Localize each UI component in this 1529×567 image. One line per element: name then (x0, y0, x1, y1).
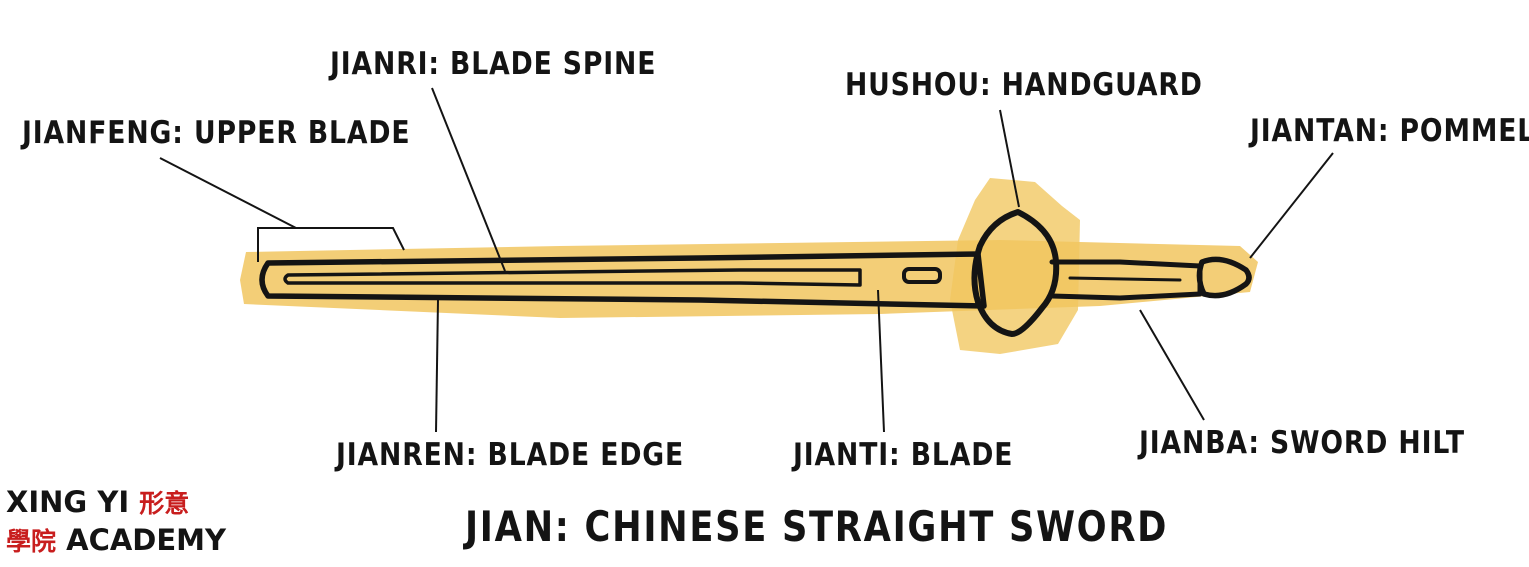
label-jianren: JIANREN: BLADE EDGE (336, 437, 685, 473)
label-jiantan: JIANTAN: POMMEL (1250, 113, 1529, 149)
label-jianfeng: JIANFENG: UPPER BLADE (22, 115, 411, 151)
pommel-outline (1196, 256, 1252, 299)
logo-text-academy: ACADEMY (66, 523, 227, 557)
jianri-leader (431, 87, 506, 272)
watercolor-highlight (240, 178, 1258, 354)
jiantan-leader (1249, 152, 1334, 259)
academy-logo: XING YI 形意 學院 ACADEMY (6, 486, 226, 561)
logo-text-xingyi: XING YI (6, 485, 130, 519)
label-jianba: JIANBA: SWORD HILT (1139, 425, 1465, 461)
leader-lines (159, 87, 1334, 433)
blade-spine-line (283, 268, 862, 287)
label-jianti: JIANTI: BLADE (793, 437, 1014, 473)
logo-chinese-xingyi: 形意 (139, 489, 190, 518)
hushou-leader (999, 109, 1020, 208)
label-hushou: HUSHOU: HANDGUARD (845, 67, 1203, 103)
label-jianri: JIANRI: BLADE SPINE (330, 46, 657, 82)
sword-drawing (259, 209, 1252, 337)
jianfeng-leader (159, 157, 297, 229)
logo-chinese-academy: 學院 (6, 527, 57, 556)
hilt-groove (1068, 276, 1182, 282)
diagram-title: JIAN: CHINESE STRAIGHT SWORD (465, 502, 1169, 551)
jianren-leader (435, 299, 439, 433)
logo-row-2: 學院 ACADEMY (6, 526, 226, 555)
logo-row-1: XING YI 形意 (6, 488, 189, 517)
blade-slot (902, 267, 942, 284)
blade-outline (259, 251, 987, 309)
guard-highlight (950, 178, 1080, 354)
jianba-leader (1139, 309, 1205, 421)
jianfeng-bracket (257, 227, 405, 262)
jianti-leader (877, 289, 885, 433)
